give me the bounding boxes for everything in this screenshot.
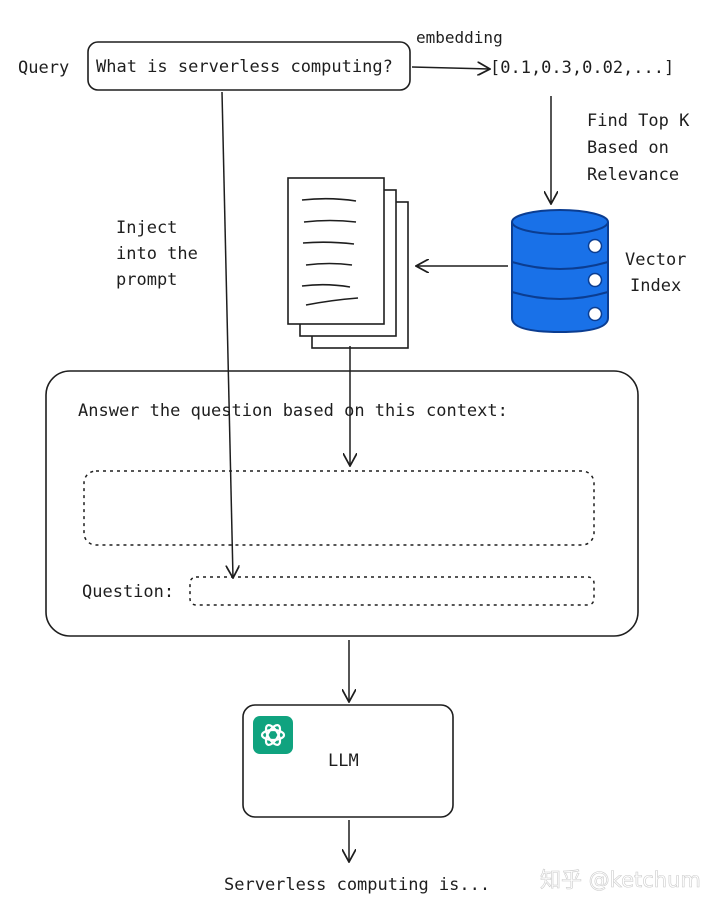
embedding-arrow [411,67,490,69]
prompt-instruction: Answer the question based on this contex… [78,401,508,421]
openai-logo-icon [253,716,293,754]
question-slot [189,576,595,606]
embedding-vector: [0.1,0.3,0.02,...] [490,58,674,78]
vector-database-icon [511,209,609,334]
documents-stack-icon [287,177,409,349]
llm-box [242,704,454,818]
query-text: What is serverless computing? [96,57,393,77]
watermark: 知乎 @ketchum [540,868,701,892]
query-label: Query [18,58,69,78]
inject-arrow [221,91,233,578]
llm-label: LLM [328,751,359,771]
prompt-box [45,370,639,637]
embedding-label: embedding [416,28,503,47]
context-slot [83,470,595,546]
query-box [87,41,411,91]
inject-label: Inject into the prompt [116,218,208,290]
question-label: Question: [82,582,174,602]
output-text: Serverless computing is... [224,875,490,895]
vector-index-label: Vector Index [625,250,697,296]
find-top-k-label: Find Top K Based on Relevance [587,111,700,185]
